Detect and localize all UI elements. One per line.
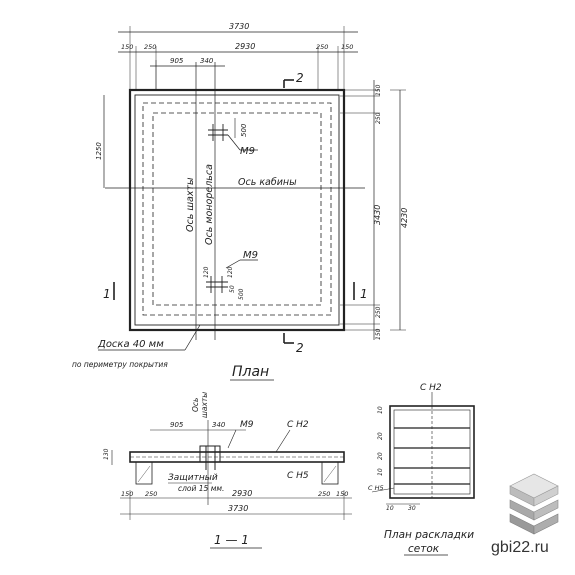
section-mark-1-right: 1: [360, 287, 368, 301]
dim-right-inner-top: 250: [375, 112, 382, 124]
plan-dashed-outline-outer: [142, 102, 332, 316]
section-wall-left: [135, 461, 153, 485]
watermark-logo: gbi22.ru: [491, 473, 559, 556]
section-protect-1: Защитный: [168, 473, 218, 483]
mesh-side-dim-1: 20: [377, 432, 384, 440]
plan-right-dimensions: 150 250 3430 250 150 4230: [340, 80, 409, 340]
dim-left-edge: 150: [121, 43, 133, 51]
board-note: Доска 40 мм по периметру покрытия: [72, 324, 201, 369]
section-axis-label-2: шахты: [200, 392, 209, 418]
mesh-side-dim-3: 10: [377, 468, 384, 476]
plan-inner-outline: [134, 94, 340, 326]
section-title: 1 — 1: [214, 533, 249, 547]
bolt-bottom-dim-a: 120: [203, 266, 210, 278]
section-dim-2: 2930: [232, 489, 252, 498]
dim-offset-b: 340: [200, 57, 214, 65]
plan-title: План: [232, 364, 269, 380]
section-bolt-block: [199, 445, 221, 463]
bolt-top-dim: 500: [240, 123, 248, 137]
axis-monorail-label: Ось монорельса: [204, 164, 215, 245]
mesh-mark-side: С Н5: [368, 484, 384, 492]
section-dim-4: 150: [336, 490, 348, 498]
section-dim-905: 905: [170, 421, 184, 429]
dim-left-inner: 250: [144, 43, 156, 51]
dim-right-top: 150: [375, 84, 382, 96]
section-bolt-label: М9: [240, 420, 254, 430]
section-dim-1: 250: [145, 490, 157, 498]
dim-left-height: 1250: [95, 142, 103, 160]
mesh-side-dim-0: 10: [377, 406, 384, 414]
mesh-title-1: План раскладки: [384, 529, 474, 541]
bolt-bottom-dim-d: 500: [238, 288, 245, 300]
dim-right-edge: 150: [341, 43, 353, 51]
bolt-bottom-dim-b: 120: [227, 266, 234, 278]
plan-outer-outline: [128, 88, 346, 332]
section-mark-1-left: 1: [103, 287, 111, 301]
dim-right-inner-bottom: 250: [375, 306, 382, 318]
plan-view: 500 М9 М9 120 120 50 500 Ось шахты Ось м…: [72, 22, 409, 381]
axis-shaft-label: Ось шахты: [185, 177, 196, 232]
mesh-title-2: сеток: [408, 543, 440, 555]
mesh-layout-view: С Н2 10 20 20 10 С Н5 10 30 План расклад…: [368, 383, 475, 556]
board-note-line1: Доска 40 мм: [97, 339, 164, 350]
section-mark-top: С Н2: [287, 420, 309, 430]
bolt-bottom-label: М9: [243, 250, 258, 261]
bolt-bottom-dim-c: 50: [229, 285, 236, 293]
section-protect-2: слой 15 мм.: [178, 484, 224, 493]
dim-overall-height: 4230: [400, 208, 409, 228]
logo-cube-icon: [509, 473, 559, 535]
section-axis-label-1: Ось: [191, 398, 200, 412]
dim-middle: 2930: [235, 42, 255, 51]
dim-offset-a: 905: [170, 57, 184, 65]
watermark-text: gbi22.ru: [491, 539, 549, 556]
section-mark-2-top: 2: [296, 71, 304, 85]
board-note-line2: по периметру покрытия: [72, 360, 168, 369]
section-height: 130: [103, 448, 110, 460]
dim-overall-width: 3730: [229, 22, 249, 31]
section-mark-bottom: С Н5: [287, 471, 309, 481]
mesh-mark-top: С Н2: [420, 383, 442, 393]
mesh-side-dim-2: 20: [377, 452, 384, 460]
section-markers: 2 2 1 1: [103, 71, 368, 355]
section-dim-3: 250: [318, 490, 330, 498]
plan-dashed-outline-inner: [152, 112, 322, 306]
mesh-bottom-dim-0: 10: [386, 505, 394, 512]
section-dim-0: 150: [121, 490, 133, 498]
bolt-top-label: М9: [240, 146, 255, 157]
section-dim-340: 340: [212, 421, 226, 429]
section-wall-right: [321, 461, 339, 485]
plan-top-dimensions: 3730 150 250 2930 250 150 905 340: [118, 22, 358, 90]
bolt-bottom: М9 120 120 50 500: [203, 250, 258, 300]
axis-cabin-label: Ось кабины: [238, 177, 297, 188]
section-overall: 3730: [228, 504, 248, 513]
section-view: Ось шахты 905 340 М9 С Н2 130 Защитный с…: [103, 392, 352, 549]
dim-right-middle: 3430: [373, 205, 382, 225]
bolt-top: 500 М9: [208, 118, 258, 157]
plan-left-dimension: 1250: [95, 95, 105, 188]
mesh-bottom-dim-1: 30: [408, 505, 416, 512]
section-mark-2-bottom: 2: [296, 341, 304, 355]
dim-right-bottom: 150: [375, 328, 382, 340]
dim-right-inner: 250: [316, 43, 328, 51]
